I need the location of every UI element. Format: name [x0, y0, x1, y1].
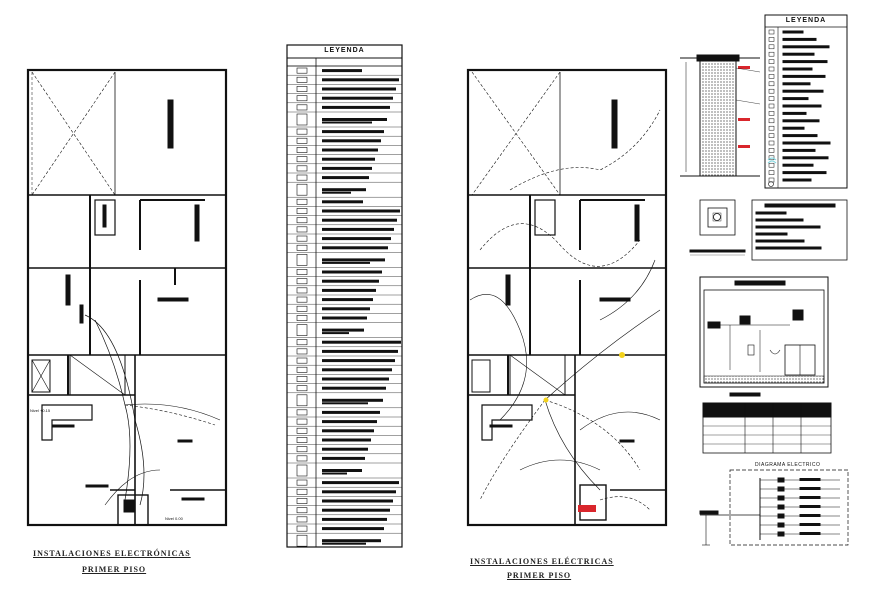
- elevation-detail: [699, 276, 829, 388]
- plan-left-title: INSTALACIONES ELECTRÓNICAS: [33, 549, 191, 558]
- plan-left-subtitle: PRIMER PISO: [82, 565, 147, 574]
- junction-box-detail: [689, 199, 746, 256]
- notes-box: [751, 199, 848, 261]
- single-line-diagram: [699, 469, 849, 546]
- svg-text:Nivel +0.15: Nivel +0.15: [30, 408, 51, 413]
- floor-plan-right: [466, 68, 668, 527]
- plan-right-subtitle: PRIMER PISO: [507, 571, 572, 580]
- wall-section-detail: [680, 54, 761, 177]
- legend-right-header: LEYENDA: [785, 17, 827, 24]
- load-table: [702, 392, 832, 454]
- single-line-diagram-title: DIAGRAMA ELECTRICO: [755, 462, 821, 468]
- plan-right-title: INSTALACIONES ELÉCTRICAS: [470, 557, 614, 566]
- svg-text:Nivel 0.00: Nivel 0.00: [165, 516, 184, 521]
- legend-table-right: [764, 14, 848, 189]
- legend-center-header: LEYENDA: [324, 47, 365, 54]
- floor-plan-left: Nivel +0.15 Nivel 0.00: [26, 68, 228, 527]
- legend-table-center: [286, 44, 403, 548]
